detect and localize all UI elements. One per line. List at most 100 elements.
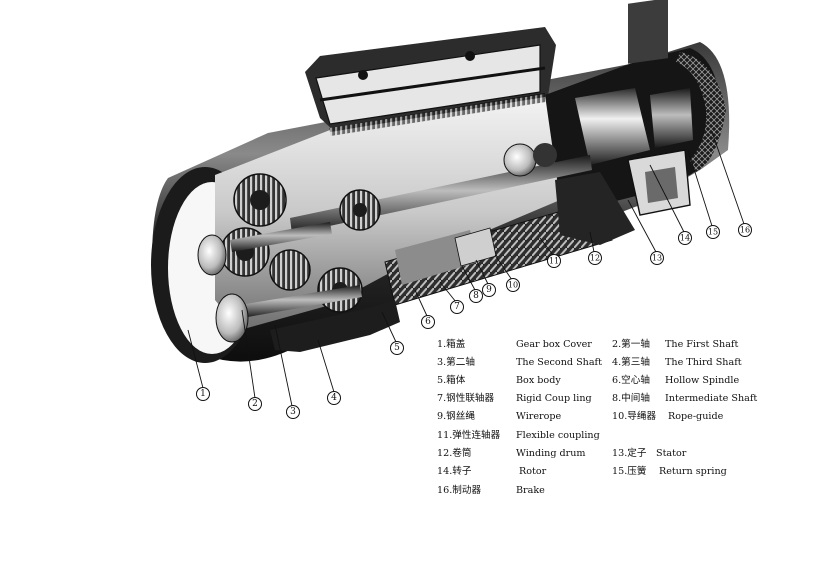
leader-7 bbox=[439, 281, 457, 303]
svg-text:8: 8 bbox=[473, 291, 479, 301]
legend-en-8: Intermediate Shaft bbox=[665, 393, 758, 404]
callout-14: 14 bbox=[678, 231, 692, 245]
legend-num: 11. bbox=[437, 430, 453, 441]
legend-entry-11: 11.弹性连轴器 bbox=[437, 431, 500, 441]
leader-11 bbox=[539, 237, 554, 256]
legend-num: 15. bbox=[612, 466, 628, 477]
gear-train bbox=[220, 173, 381, 318]
svg-text:11: 11 bbox=[549, 257, 559, 266]
legend-entry-14: 14.转子 bbox=[437, 467, 471, 477]
legend-zh: 钢性联轴器 bbox=[446, 393, 495, 404]
legend-zh: 导绳器 bbox=[627, 411, 657, 422]
legend-zh: 空心轴 bbox=[621, 375, 650, 386]
rotor bbox=[575, 88, 650, 165]
leader-15 bbox=[687, 149, 713, 227]
legend-num: 12. bbox=[437, 448, 453, 459]
legend-zh: 弹性连轴器 bbox=[452, 430, 501, 441]
leader-12 bbox=[589, 231, 595, 253]
leader-1 bbox=[187, 329, 204, 389]
legend-num: 4. bbox=[612, 357, 622, 368]
svg-text:12: 12 bbox=[590, 254, 600, 263]
callout-11: 11 bbox=[547, 254, 561, 268]
svg-text:4: 4 bbox=[331, 393, 337, 403]
svg-text:15: 15 bbox=[708, 228, 718, 237]
svg-text:16: 16 bbox=[740, 226, 750, 235]
legend-num: 14. bbox=[437, 466, 453, 477]
leader-16 bbox=[711, 131, 745, 225]
callout-15: 15 bbox=[706, 225, 720, 239]
leader-6 bbox=[414, 289, 428, 317]
brake-mesh bbox=[676, 52, 726, 172]
legend-entry-5: 5.箱体 bbox=[437, 376, 465, 386]
leader-lines bbox=[187, 131, 745, 407]
legend-en-7: Rigid Coup ling bbox=[516, 393, 592, 404]
leader-8 bbox=[461, 265, 476, 291]
legend-en-9: Wirerope bbox=[516, 411, 562, 422]
svg-text:7: 7 bbox=[454, 302, 460, 312]
legend-num: 9. bbox=[437, 411, 447, 422]
box-body bbox=[270, 172, 635, 352]
legend-num: 6. bbox=[612, 375, 622, 386]
legend-entry-16: 16.制动器 bbox=[437, 486, 481, 496]
legend-entry-1: 1.箱盖 bbox=[437, 340, 465, 350]
callout-7: 7 bbox=[450, 300, 464, 314]
svg-text:3: 3 bbox=[290, 407, 296, 417]
svg-text:1: 1 bbox=[200, 389, 206, 399]
legend-entry-7: 7.钢性联轴器 bbox=[437, 394, 494, 404]
legend-entry-9: 9.钢丝绳 bbox=[437, 412, 475, 422]
svg-text:2: 2 bbox=[252, 399, 258, 409]
svg-text:6: 6 bbox=[425, 317, 431, 327]
legend-entry-2: 2.第一轴 bbox=[612, 340, 650, 350]
callout-9: 9 bbox=[482, 283, 496, 297]
legend-num: 1. bbox=[437, 339, 447, 350]
legend-en-1: Gear box Cover bbox=[516, 339, 592, 350]
leader-2 bbox=[241, 309, 256, 399]
legend-en-12: Winding drum bbox=[516, 448, 586, 459]
legend-en-5: Box body bbox=[516, 375, 561, 386]
legend-zh: 定子 bbox=[627, 448, 647, 459]
callout-3: 3 bbox=[286, 405, 300, 419]
legend-num: 2. bbox=[612, 339, 622, 350]
leader-5 bbox=[381, 311, 397, 343]
legend-entry-3: 3.第二轴 bbox=[437, 358, 475, 368]
legend-zh: 箱盖 bbox=[446, 339, 466, 350]
svg-text:5: 5 bbox=[394, 343, 400, 353]
legend-en-11: Flexible coupling bbox=[516, 430, 600, 441]
legend-zh: 中间轴 bbox=[621, 393, 650, 404]
leader-3 bbox=[274, 324, 293, 407]
legend-num: 3. bbox=[437, 357, 447, 368]
legend-entry-10: 10.导绳器 bbox=[612, 412, 656, 422]
callout-2: 2 bbox=[248, 397, 262, 411]
legend-en-3: The Second Shaft bbox=[516, 357, 602, 368]
legend-num: 16. bbox=[437, 485, 453, 496]
legend-entry-15: 15.压簧 bbox=[612, 467, 646, 477]
legend-zh: 钢丝绳 bbox=[446, 411, 475, 422]
legend-en-10: Rope-guide bbox=[668, 411, 724, 422]
leader-14 bbox=[649, 164, 685, 233]
svg-text:9: 9 bbox=[486, 285, 492, 295]
gear-box-cover bbox=[305, 27, 556, 132]
callout-13: 13 bbox=[650, 251, 664, 265]
legend-entry-13: 13.定子 bbox=[612, 449, 646, 459]
leader-13 bbox=[627, 199, 657, 253]
legend-zh: 箱体 bbox=[446, 375, 466, 386]
legend-num: 13. bbox=[612, 448, 628, 459]
callout-1: 1 bbox=[196, 387, 210, 401]
legend-zh: 第一轴 bbox=[621, 339, 650, 350]
legend-entry-4: 4.第三轴 bbox=[612, 358, 650, 368]
legend-zh: 第三轴 bbox=[621, 357, 650, 368]
callout-16: 16 bbox=[738, 223, 752, 237]
callout-5: 5 bbox=[390, 341, 404, 355]
callout-8: 8 bbox=[469, 289, 483, 303]
leader-9 bbox=[475, 259, 489, 285]
legend-num: 10. bbox=[612, 411, 628, 422]
legend-zh: 转子 bbox=[452, 466, 472, 477]
svg-text:10: 10 bbox=[508, 281, 518, 290]
legend-zh: 卷筒 bbox=[452, 448, 472, 459]
legend-zh: 压簧 bbox=[627, 466, 647, 477]
legend-en-16: Brake bbox=[516, 485, 545, 496]
legend-zh: 制动器 bbox=[452, 485, 482, 496]
legend-en-15: Return spring bbox=[659, 466, 727, 477]
callout-4: 4 bbox=[327, 391, 341, 405]
